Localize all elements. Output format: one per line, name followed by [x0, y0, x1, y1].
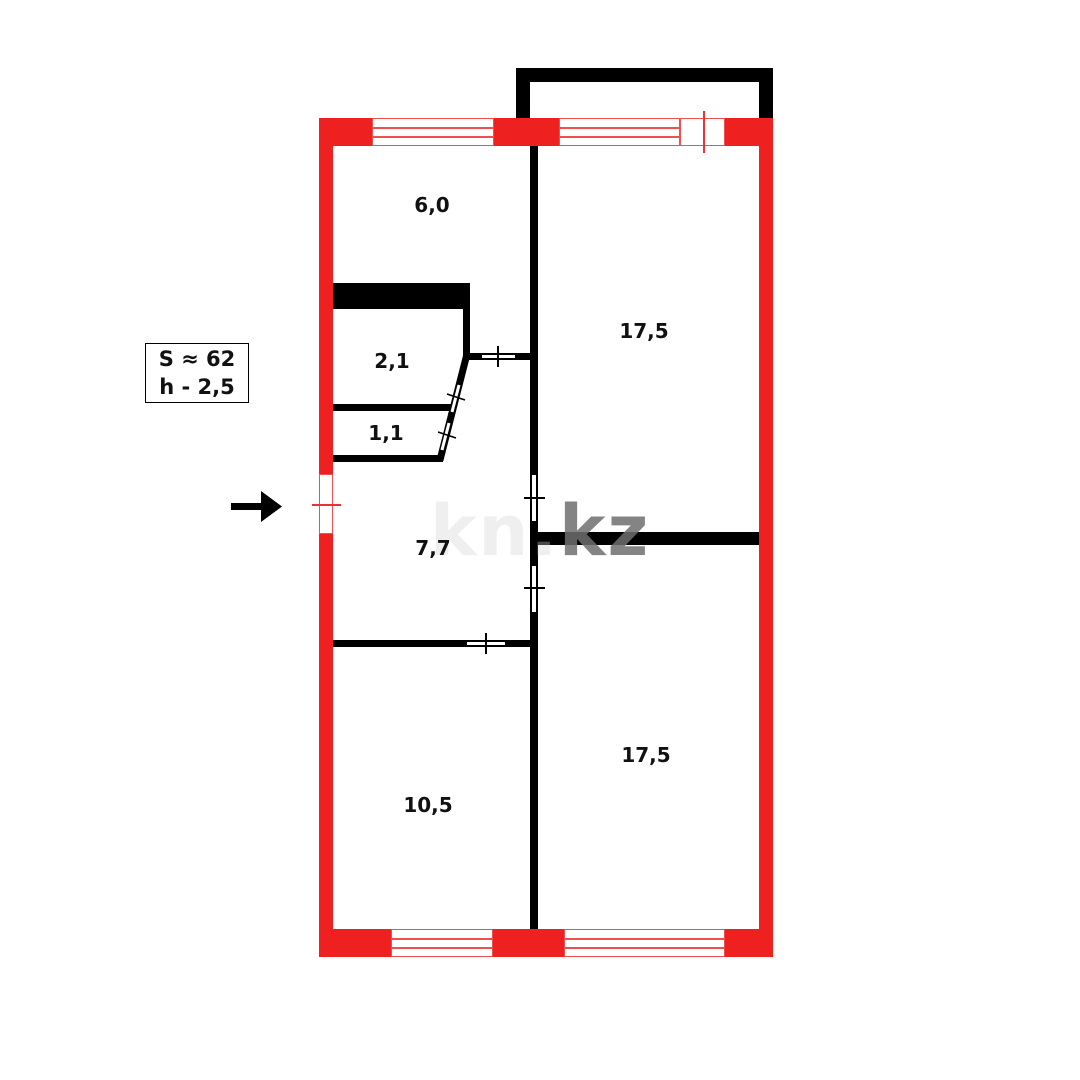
- room-top-left-area: 6,0: [414, 193, 450, 217]
- entrance-arrow-icon: [231, 491, 282, 522]
- wall-bottom-left-top: [333, 640, 533, 647]
- wall-closet-bottom: [333, 455, 443, 462]
- balcony-left-wall: [516, 68, 530, 120]
- room-bottom-right-area: 17,5: [621, 743, 671, 767]
- entrance-door-tick: [312, 504, 341, 506]
- door-storage-stub: [481, 354, 516, 359]
- wall-storage-right: [463, 283, 470, 357]
- watermark-left: kn: [430, 490, 531, 572]
- window-bottom-right: [564, 929, 725, 957]
- balcony-top-wall: [516, 68, 773, 82]
- balcony-right-wall: [759, 68, 773, 120]
- door-top-right-room-tick: [524, 497, 545, 499]
- door-bottom-left-room-tick: [485, 633, 487, 654]
- balcony-door-tick: [703, 111, 705, 153]
- room-bottom-left-area: 10,5: [403, 793, 453, 817]
- wall-diagonal: [436, 353, 471, 461]
- total-area: S ≈ 62: [158, 347, 236, 371]
- room-closet-area: 1,1: [368, 421, 404, 445]
- watermark-dot: .: [530, 490, 559, 572]
- info-box: S ≈ 62 h - 2,5: [145, 343, 249, 403]
- window-top-right: [559, 118, 680, 146]
- wall-storage-closet: [333, 404, 453, 411]
- ceiling-height: h - 2,5: [159, 375, 235, 399]
- watermark-right: kz: [558, 490, 651, 572]
- exterior-wall-right: [759, 118, 773, 957]
- window-top-left: [372, 118, 494, 146]
- exterior-wall-left: [319, 118, 333, 957]
- door-bottom-right-room: [531, 565, 537, 613]
- door-storage-stub-tick: [497, 346, 499, 367]
- room-storage-area: 2,1: [374, 349, 410, 373]
- room-top-right-area: 17,5: [619, 319, 669, 343]
- wall-right-divider: [538, 532, 759, 545]
- wall-thick-shelf: [333, 283, 470, 309]
- wall-center-vertical: [530, 146, 538, 929]
- balcony-door: [680, 118, 725, 146]
- room-hallway-area: 7,7: [415, 536, 451, 560]
- window-bottom-left: [391, 929, 493, 957]
- door-bottom-right-room-tick: [524, 587, 545, 589]
- watermark: kn.kz: [430, 490, 650, 572]
